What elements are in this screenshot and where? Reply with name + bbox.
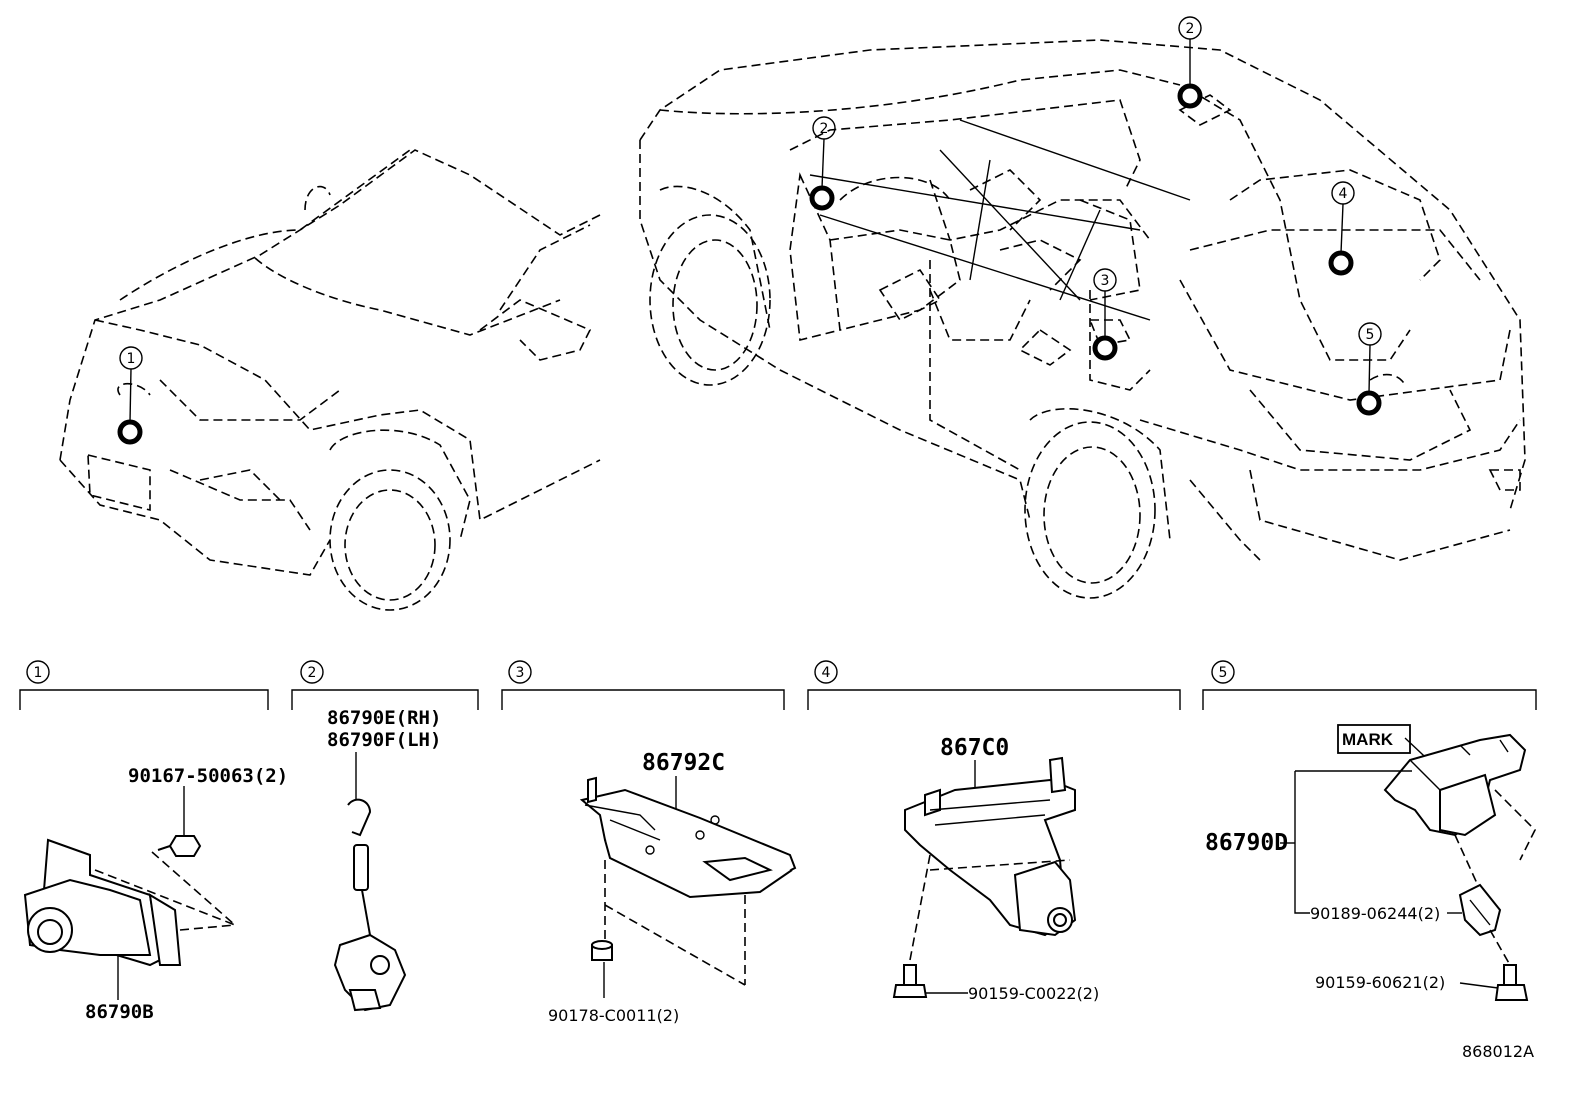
part-number-90159-C0022: 90159-C0022(2): [968, 984, 1099, 1003]
part-number-86790E-RH: 86790E(RH): [327, 707, 441, 729]
nut-90178: [591, 940, 613, 961]
callout-5: 5: [1356, 322, 1382, 416]
svg-text:1: 1: [34, 665, 43, 681]
part-number-86790F-LH: 86790F(LH): [327, 729, 441, 751]
location-dot-2-left: [809, 185, 835, 211]
section-header-2: 2: [291, 660, 479, 710]
svg-text:1: 1: [127, 351, 136, 367]
section-2-side-camera: 86790E(RH) 86790F(LH): [327, 707, 441, 1012]
part-number-86792C: 86792C: [642, 750, 725, 776]
section-4-bracket: 867C0 90159-C0022(2): [892, 735, 1099, 1003]
part-number-90159-60621: 90159-60621(2): [1315, 973, 1445, 992]
figure-code: 868012A: [1462, 1042, 1534, 1061]
part-number-90189-06244: 90189-06244(2): [1310, 904, 1440, 923]
svg-text:4: 4: [822, 665, 831, 681]
module-86792C: [579, 776, 797, 899]
location-dot-5: [1356, 390, 1382, 416]
svg-text:2: 2: [308, 665, 317, 681]
section-5-back-camera: MARK 86790D 90189-06244(2) 90159-60621(2…: [1205, 724, 1536, 1001]
front-vehicle-view: [59, 149, 601, 611]
section-header-3: 3: [501, 660, 785, 710]
part-number-867C0: 867C0: [940, 735, 1009, 761]
svg-text:5: 5: [1366, 327, 1375, 343]
screw-90167: [157, 835, 202, 857]
screw-90159-C0022: [892, 964, 928, 998]
svg-text:2: 2: [1186, 21, 1195, 37]
location-dot-4: [1328, 250, 1354, 276]
callout-2-right: 2: [1177, 16, 1203, 109]
section-headers: 1 2 3 4 5: [19, 660, 1537, 710]
part-number-90178-C0011: 90178-C0011(2): [548, 1006, 679, 1025]
section-header-5: 5: [1202, 660, 1537, 710]
location-dot-3: [1092, 335, 1118, 361]
camera-86790B: [23, 838, 182, 967]
vehicle-callouts: 1 2 2 3 4 5: [117, 16, 1382, 445]
clip-90189-06244: [1458, 883, 1502, 937]
section-3-module: 86792C 90178-C0011(2): [548, 750, 797, 1025]
camera-86790D: [1383, 733, 1527, 837]
rear-vehicle-view: [639, 39, 1526, 599]
part-number-90167-50063: 90167-50063(2): [128, 765, 288, 787]
section-1-front-camera: 90167-50063(2) 86790B: [23, 765, 288, 1023]
svg-text:MARK: MARK: [1342, 730, 1394, 749]
part-number-86790D: 86790D: [1205, 830, 1288, 856]
mark-box: MARK: [1337, 724, 1456, 786]
location-dot-2-right: [1177, 83, 1203, 109]
svg-text:3: 3: [1101, 273, 1110, 289]
section-header-1: 1: [19, 660, 269, 710]
callout-2-left: 2: [809, 116, 836, 211]
svg-text:5: 5: [1219, 665, 1228, 681]
bracket-867C0: [904, 756, 1077, 937]
svg-text:3: 3: [516, 665, 525, 681]
part-number-86790B: 86790B: [85, 1001, 154, 1023]
section-header-4: 4: [807, 660, 1181, 710]
camera-86790E-F: [333, 798, 407, 1012]
callout-3: 3: [1092, 268, 1118, 361]
svg-text:4: 4: [1339, 186, 1348, 202]
svg-text:2: 2: [820, 121, 829, 137]
location-dot-1: [117, 419, 143, 445]
screw-90159-60621: [1494, 964, 1529, 1001]
callout-4: 4: [1328, 181, 1355, 276]
callout-1: 1: [117, 346, 143, 445]
